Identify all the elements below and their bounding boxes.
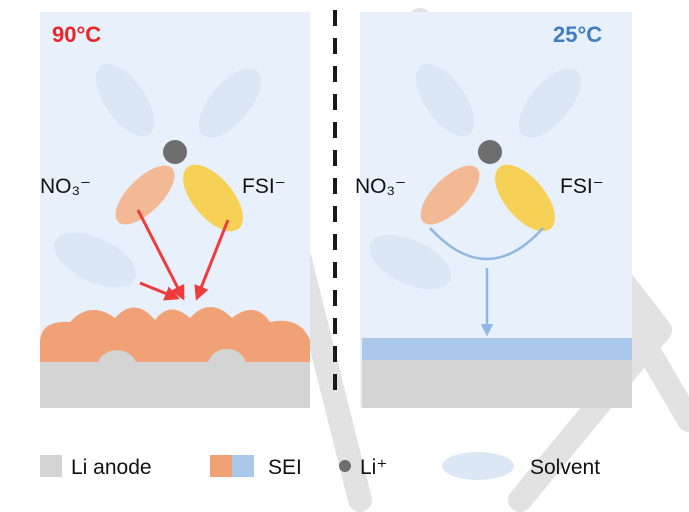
fsi-anion [495, 164, 555, 232]
solvent-molecule [369, 234, 451, 290]
legend-sei-swatch-orange [210, 455, 232, 477]
legend-sei-swatch-blue [232, 455, 254, 477]
solvent-molecule [198, 68, 262, 138]
legend-li-anode-label: Li anode [71, 456, 152, 479]
solvent-reaction-arrow [139, 281, 180, 301]
left-sei-layer [40, 307, 310, 362]
fsi-anion [183, 164, 243, 232]
right-fsi-label: FSI⁻ [560, 175, 604, 198]
legend-li-ion-label: Li⁺ [360, 456, 387, 479]
legend: Li anode SEI Li⁺ Solvent [40, 452, 600, 480]
nitrate-anion [420, 165, 480, 225]
fsi-reaction-arrow [194, 219, 230, 301]
left-nitrate-label: NO₃⁻ [40, 175, 91, 198]
right-temperature-label: 25°C [553, 22, 602, 47]
solvent-molecule [54, 232, 136, 288]
legend-li-anode-swatch [40, 455, 62, 477]
left-fsi-label: FSI⁻ [242, 175, 286, 198]
nitrate-anion [115, 165, 175, 225]
solvent-molecule [518, 68, 582, 138]
li-ion [163, 140, 187, 164]
legend-solvent-swatch [442, 452, 514, 480]
legend-sei-label: SEI [268, 456, 302, 479]
right-li-anode [362, 360, 632, 408]
left-temperature-label: 90°C [52, 22, 101, 47]
li-ion [478, 140, 502, 164]
left-li-anode [40, 348, 310, 408]
nitrate-reaction-arrow [136, 209, 185, 301]
legend-solvent-label: Solvent [530, 456, 600, 479]
coordination-arc [429, 227, 544, 261]
right-sei-layer [362, 338, 632, 360]
right-nitrate-label: NO₃⁻ [355, 175, 406, 198]
solvent-molecule [95, 63, 155, 137]
solvent-molecule [415, 63, 475, 137]
legend-li-ion-dot [339, 460, 351, 472]
